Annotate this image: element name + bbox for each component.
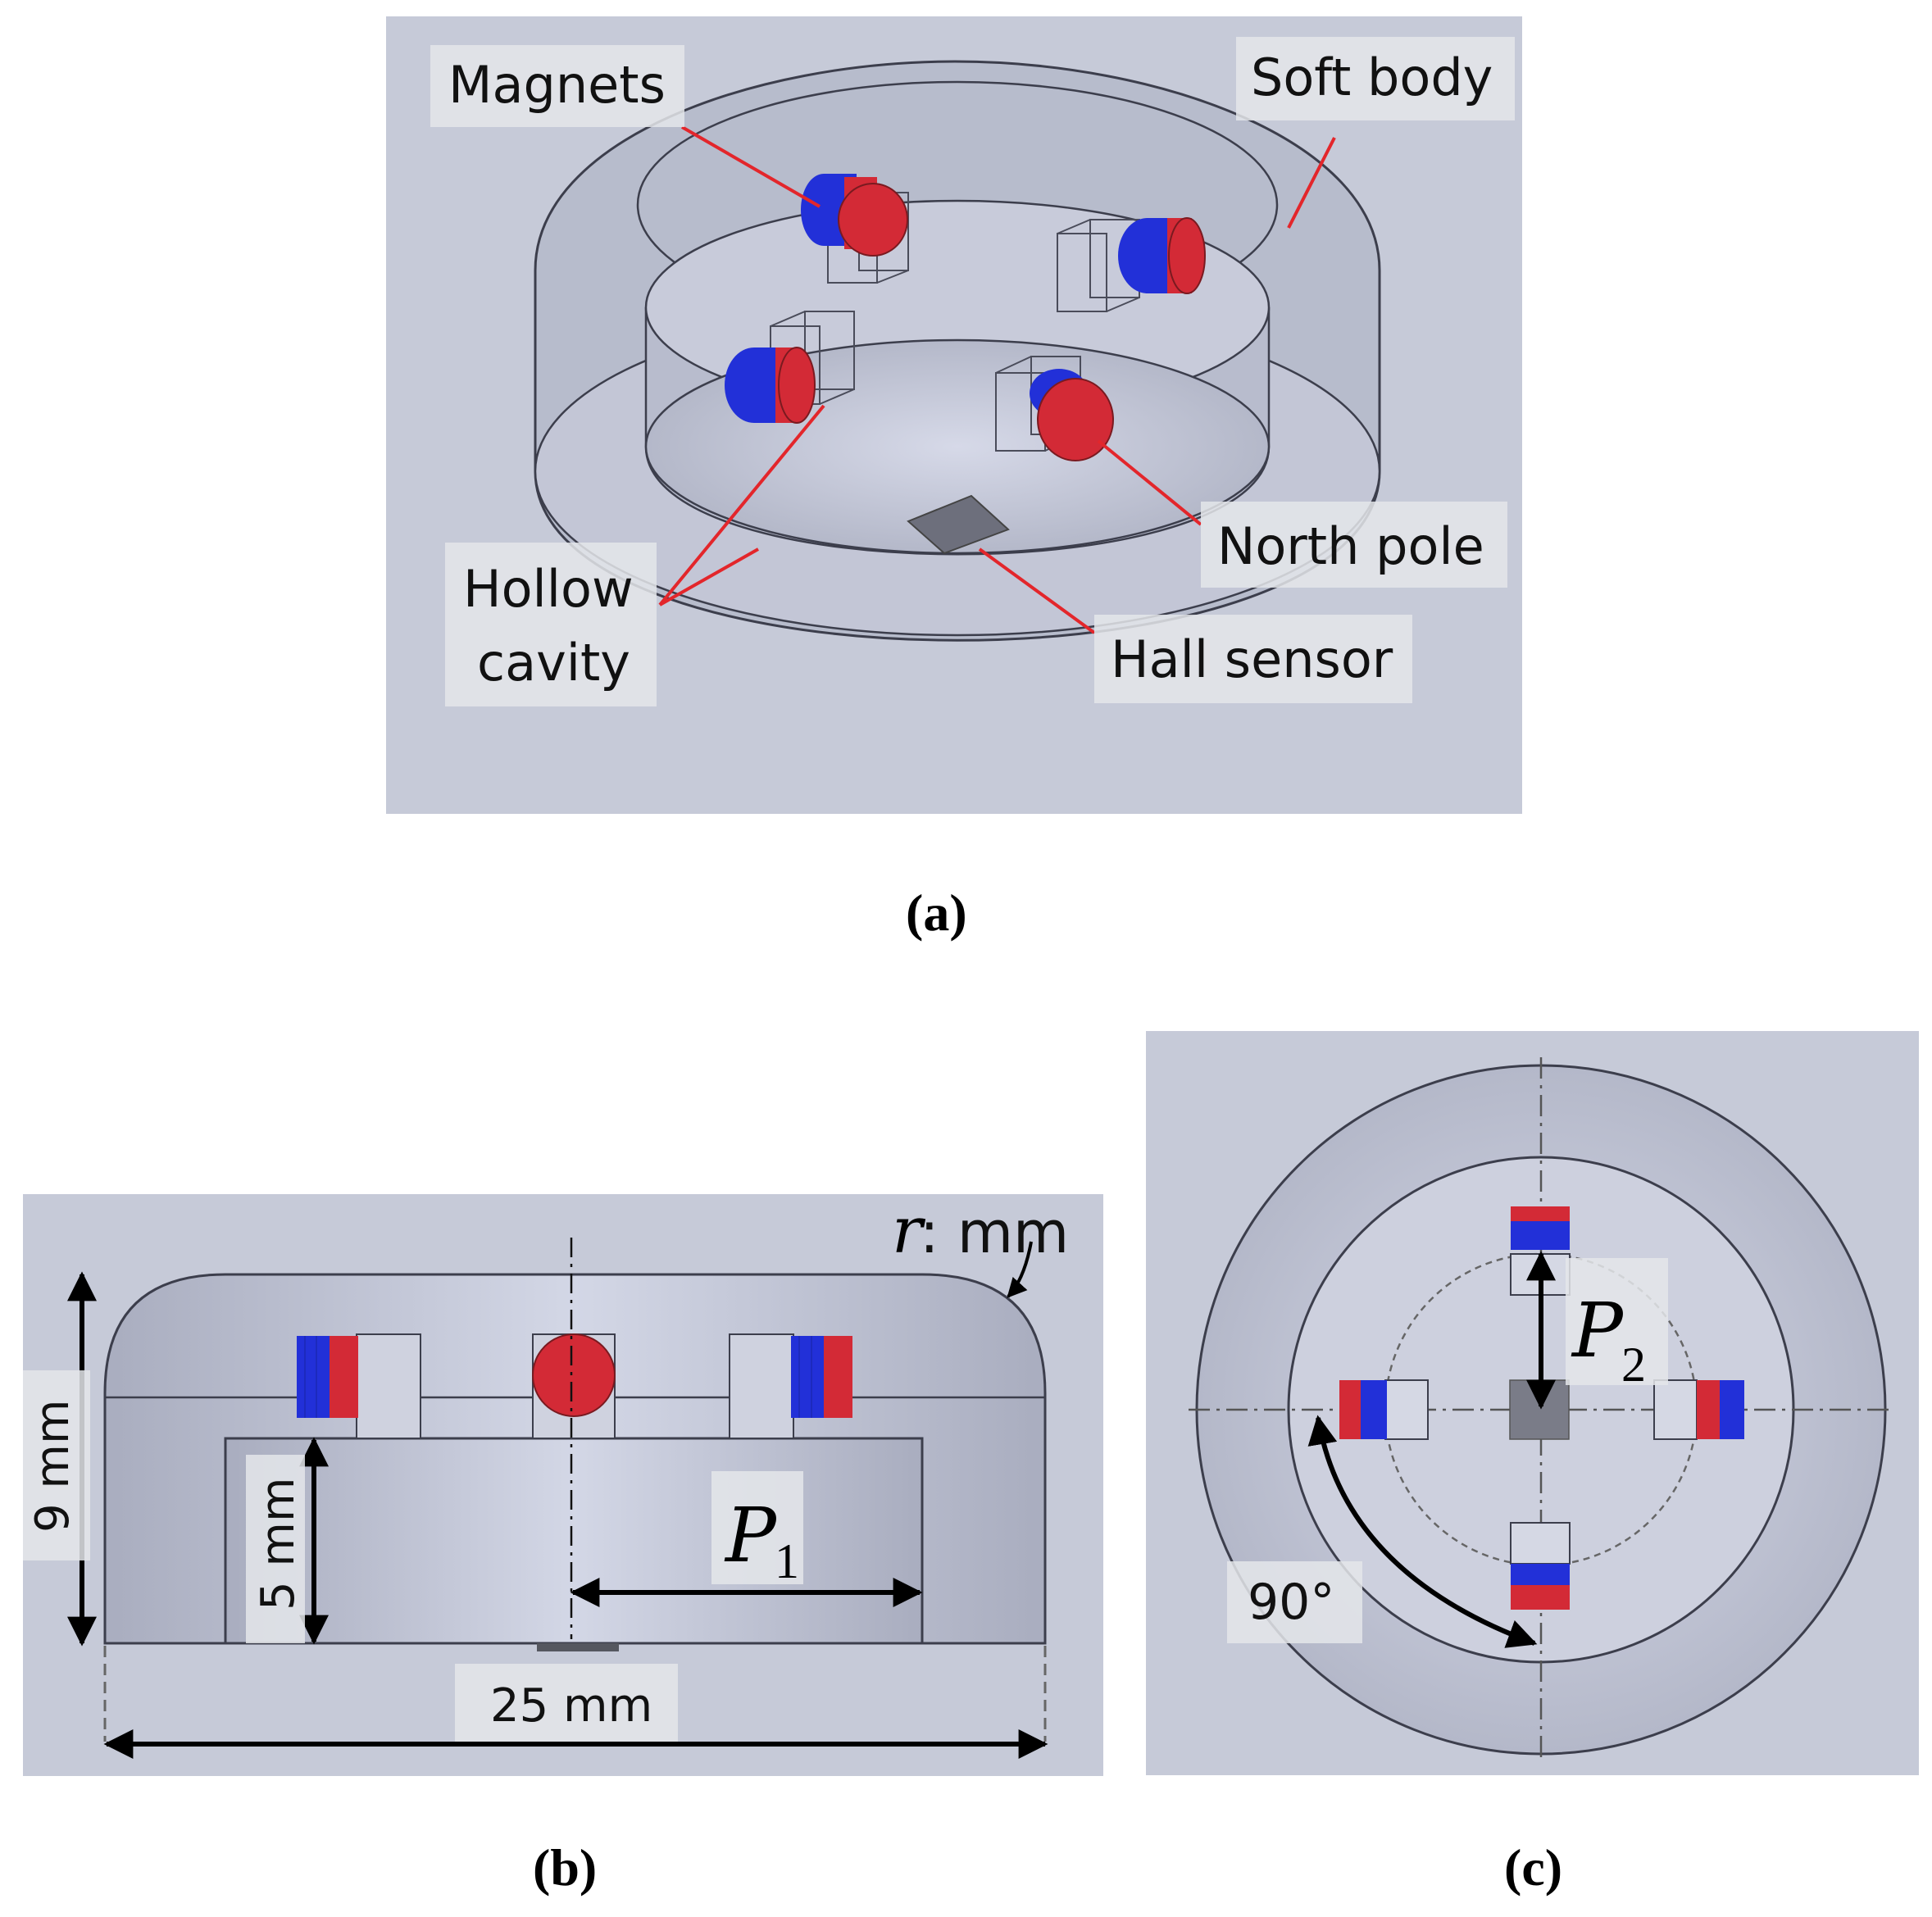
magnet-4 <box>1030 369 1114 461</box>
hollow-cavity-label-box <box>445 543 657 706</box>
width-25mm-label-box <box>455 1664 678 1742</box>
magnet-center-face <box>532 1333 616 1417</box>
width-25mm-label: 25 mm <box>490 1679 652 1733</box>
hollow-cavity-label-line2: cavity <box>477 633 630 693</box>
radius-unit: : mm <box>920 1199 1069 1266</box>
magnet-right <box>1697 1380 1744 1439</box>
hollow-cavity-section <box>224 1437 924 1645</box>
magnet-right-side <box>791 1336 852 1418</box>
hall-sensor-label-box <box>1094 615 1412 703</box>
panel-c-caption: (c) <box>1504 1838 1562 1897</box>
leader-lines <box>658 125 1336 634</box>
panel-b: 9 mm 5 mm 25 mm P 1 r : mm (b) <box>23 1194 1103 1897</box>
magnet-1 <box>801 174 908 257</box>
panel-a: Magnets Soft body North pole Hall sensor… <box>386 16 1522 942</box>
holder-bottom <box>1510 1522 1571 1565</box>
p2-label-box <box>1566 1258 1668 1385</box>
panel-b-caption: (b) <box>533 1838 597 1897</box>
north-pole-label: North pole <box>1217 516 1484 576</box>
soft-body-label-box <box>1236 37 1515 120</box>
holder-left <box>356 1333 421 1439</box>
magnets-label-box <box>430 45 684 127</box>
p1-label-box <box>711 1471 803 1584</box>
angle-90-arc-arrow <box>1307 1415 1538 1648</box>
radius-pointer-arrow <box>1007 1241 1033 1298</box>
magnet-top <box>1511 1206 1570 1250</box>
soft-body-label: Soft body <box>1251 48 1493 107</box>
p1-subscript: 1 <box>775 1534 799 1588</box>
magnets-label: Magnets <box>448 55 666 115</box>
hall-sensor-label: Hall sensor <box>1111 629 1393 689</box>
holder-right <box>729 1333 794 1439</box>
height-9mm-label-box <box>23 1370 90 1560</box>
height-9mm-label: 9 mm <box>26 1399 80 1533</box>
hall-sensor-chip <box>907 494 1010 555</box>
angle-label: 90° <box>1248 1574 1334 1631</box>
angle-label-box <box>1227 1561 1362 1643</box>
panel-a-caption: (a) <box>906 884 967 942</box>
magnet-left-side <box>297 1336 358 1418</box>
p2-subscript: 2 <box>1621 1338 1646 1392</box>
hollow-cavity-label-line1: Hollow <box>463 559 634 619</box>
magnet-bottom <box>1511 1564 1570 1610</box>
radius-variable: r <box>892 1194 926 1268</box>
p2-symbol: P <box>1571 1287 1625 1374</box>
magnet-left <box>1339 1380 1387 1439</box>
north-pole-label-box <box>1201 502 1507 588</box>
p1-symbol: P <box>724 1492 778 1579</box>
magnet-3 <box>725 347 816 424</box>
height-5mm-label: 5 mm <box>252 1477 305 1610</box>
magnet-2 <box>1118 217 1206 294</box>
holder-right-top <box>1653 1379 1698 1440</box>
height-5mm-label-box <box>246 1455 305 1643</box>
holder-left-top <box>1384 1379 1429 1440</box>
hall-sensor-side <box>537 1643 619 1651</box>
panel-c: P 2 90° (c) <box>1146 1031 1919 1897</box>
